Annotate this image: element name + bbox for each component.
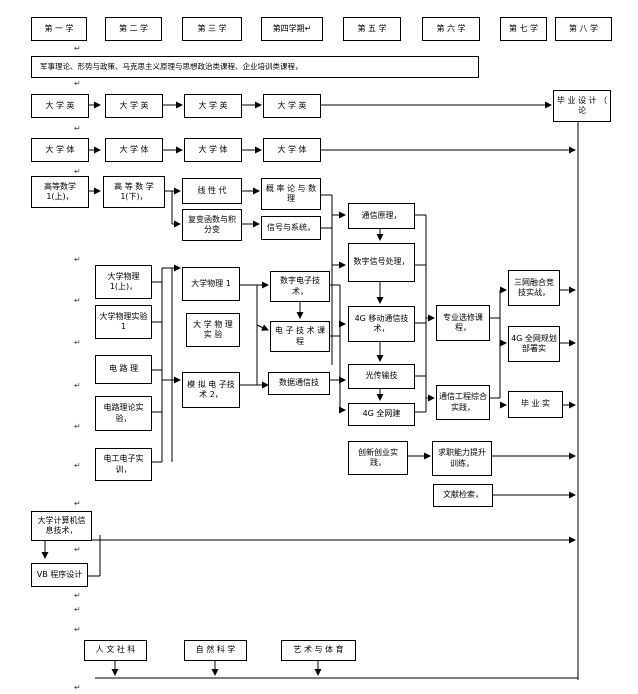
advanced-math-1-upper: 高等数学 1(上)， <box>31 176 89 208</box>
paragraph-mark: ↵ <box>74 605 81 614</box>
semester-2-header: 第 二 学 <box>105 17 162 41</box>
comm-engineering-practice: 通信工程综合实践， <box>436 385 490 420</box>
paragraph-mark: ↵ <box>74 296 81 305</box>
triple-network-practice: 三网融合竞技实战， <box>508 270 560 306</box>
literature-retrieval: 文献检索， <box>433 484 493 507</box>
humanities-social-sciences: 人 文 社 科 <box>84 640 147 661</box>
analog-electronics: 模 拟 电 子技术 2， <box>182 372 240 408</box>
signals-systems: 信号与系统， <box>261 216 321 240</box>
arts-and-sports: 艺 术 与 体 育 <box>281 640 356 661</box>
advanced-math-1-lower: 高 等 数 学 1(下)， <box>103 176 165 208</box>
paragraph-mark: ↵ <box>74 79 81 88</box>
pe-4: 大 学 体 <box>263 138 321 162</box>
paragraph-mark: ↵ <box>74 545 81 554</box>
4g-network-planning: 4G 全网规划部署实 <box>508 326 560 362</box>
graduation-design: 毕 业 设 计 （ 论 <box>553 90 611 122</box>
politics-courses-bar: 军事理论、形势与政策、马克思主义原理与思想政治类课程、企业培训类课程， <box>31 56 479 78</box>
english-1: 大 学 英 <box>31 94 89 118</box>
pe-1: 大 学 体 <box>31 138 89 162</box>
semester-3-header: 第 三 学 <box>182 17 242 41</box>
paragraph-mark: ↵ <box>74 381 81 390</box>
linear-algebra: 线 性 代 <box>182 178 242 204</box>
semester-8-header: 第 八 学 <box>555 17 612 41</box>
complex-functions: 复变函数与积分变 <box>182 209 242 241</box>
graduation-internship: 毕 业 实 <box>508 391 563 418</box>
semester-7-header: 第 七 学 <box>500 17 547 41</box>
digital-signal-processing: 数字信号处理， <box>348 243 415 282</box>
circuit-theory: 电 路 理 <box>95 355 152 384</box>
physics-lab-1: 大学物理实验 1 <box>95 305 152 339</box>
paragraph-mark: ↵ <box>74 338 81 347</box>
english-4: 大 学 英 <box>263 94 321 118</box>
electrician-training: 电工电子实训， <box>95 448 152 481</box>
semester-4-header: 第四学期↵ <box>261 17 323 41</box>
data-communication: 数据通信技 <box>268 372 330 395</box>
professional-electives: 专业选修课程， <box>436 305 490 341</box>
paragraph-mark: ↵ <box>74 591 81 600</box>
digital-electronics: 数字电子技术， <box>270 271 330 302</box>
natural-sciences: 自 然 科 学 <box>184 640 247 661</box>
optical-transmission: 光传输技 <box>348 364 415 389</box>
paragraph-mark: ↵ <box>74 44 81 53</box>
semester-5-header: 第 五 学 <box>343 17 401 41</box>
communication-principles: 通信原理， <box>348 203 415 229</box>
paragraph-mark: ↵ <box>74 167 81 176</box>
4g-mobile-communication: 4G 移动通信技术， <box>348 306 415 342</box>
paragraph-mark: ↵ <box>74 124 81 133</box>
vb-programming: VB 程序设计 <box>31 563 88 587</box>
paragraph-mark: ↵ <box>74 683 81 692</box>
paragraph-mark: ↵ <box>74 422 81 431</box>
electronics-course: 电 子 技 术 课 程 <box>270 321 330 352</box>
semester-1-header: 第 一 学 <box>31 17 87 41</box>
circuit-lab: 电路理论实验， <box>95 396 152 431</box>
semester-6-header: 第 六 学 <box>422 17 480 41</box>
paragraph-mark: ↵ <box>74 625 81 634</box>
paragraph-mark: ↵ <box>74 461 81 470</box>
job-skills-training: 求职能力提升训练， <box>432 441 492 476</box>
physics-1-upper: 大学物理 1(上)， <box>95 265 152 299</box>
pe-2: 大 学 体 <box>105 138 163 162</box>
probability-statistics: 概 率 论 与 数 理 <box>261 178 321 210</box>
physics-1: 大学物理 1 <box>182 267 240 301</box>
english-3: 大 学 英 <box>184 94 242 118</box>
pe-3: 大 学 体 <box>184 138 242 162</box>
paragraph-mark: ↵ <box>74 499 81 508</box>
computer-info-technology: 大学计算机信息技术， <box>31 511 92 541</box>
4g-full-network: 4G 全网建 <box>348 403 415 426</box>
innovation-entrepreneurship: 创新创业实践， <box>348 441 408 475</box>
english-2: 大 学 英 <box>105 94 163 118</box>
physics-lab-2: 大 学 物 理 实 验 <box>186 313 240 347</box>
paragraph-mark: ↵ <box>74 255 81 264</box>
